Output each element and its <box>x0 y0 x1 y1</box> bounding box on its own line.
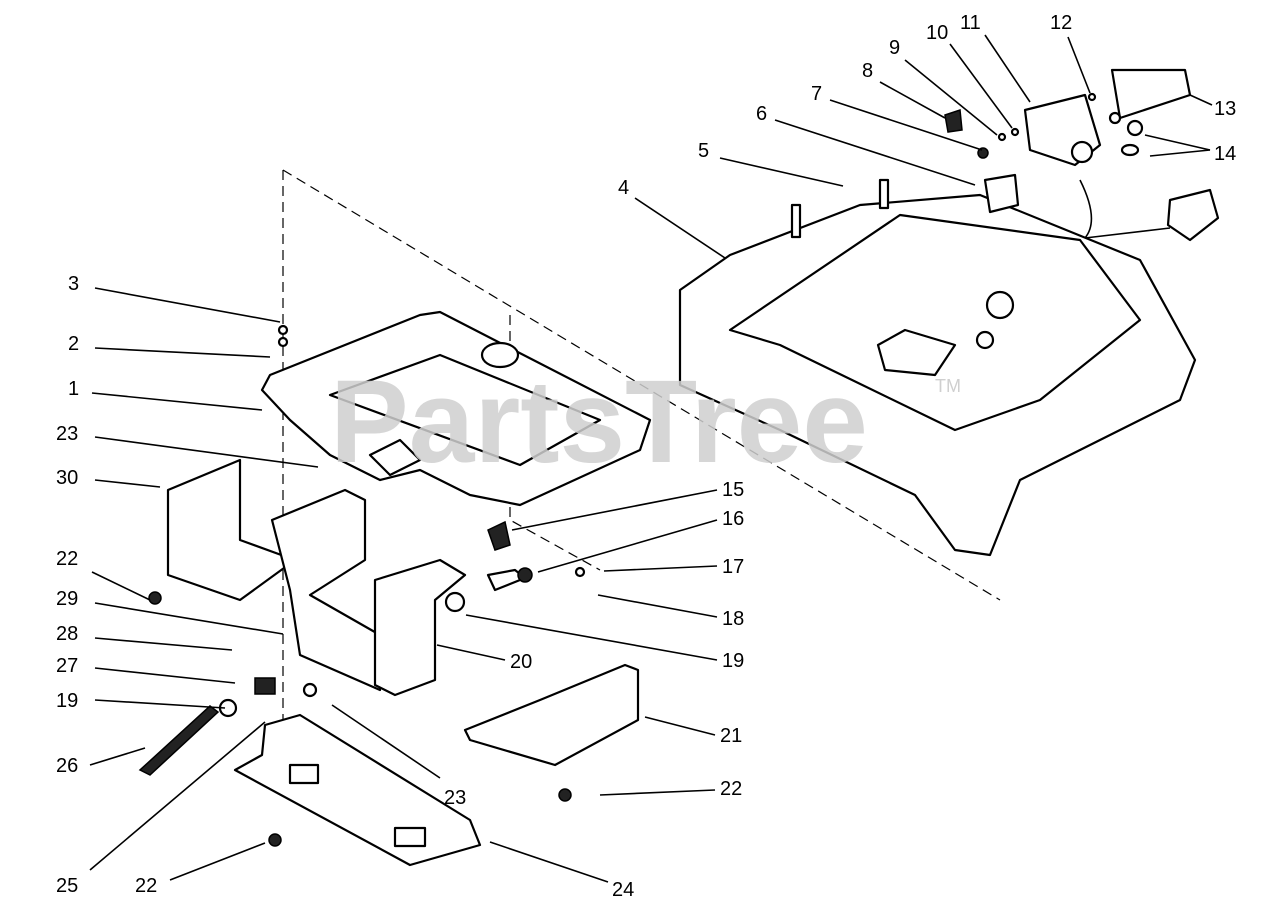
callout-3: 3 <box>68 273 79 295</box>
callout-28: 28 <box>56 623 78 645</box>
watermark: PartsTree <box>330 356 868 488</box>
callout-labels: 3 2 1 23 30 22 29 28 27 19 26 25 22 24 2… <box>56 12 1236 901</box>
fender-part <box>678 193 1197 557</box>
callout-7: 7 <box>811 83 822 105</box>
callout-19: 19 <box>722 650 744 672</box>
callout-26: 26 <box>56 755 78 777</box>
callout-1: 1 <box>68 378 79 400</box>
callout-16: 16 <box>722 508 744 530</box>
callout-27: 27 <box>56 655 78 677</box>
callout-6: 6 <box>756 103 767 125</box>
callout-24: 24 <box>612 879 634 901</box>
panel-21-part <box>463 663 640 767</box>
callout-8: 8 <box>862 60 873 82</box>
callout-4: 4 <box>618 177 629 199</box>
watermark-tm: TM <box>935 376 961 396</box>
callout-12: 12 <box>1050 12 1072 34</box>
callout-22: 22 <box>56 548 78 570</box>
callout-23: 23 <box>56 423 78 445</box>
fuel-tank-part <box>260 310 652 507</box>
callout-5: 5 <box>698 140 709 162</box>
callout-23: 23 <box>444 787 466 809</box>
callout-15: 15 <box>722 479 744 501</box>
callout-20: 20 <box>510 651 532 673</box>
callout-30: 30 <box>56 467 78 489</box>
fuel-fittings-part <box>444 520 586 613</box>
callout-25: 25 <box>56 875 78 897</box>
callout-10: 10 <box>926 22 948 44</box>
callout-17: 17 <box>722 556 744 578</box>
callout-29: 29 <box>56 588 78 610</box>
callout-13: 13 <box>1214 98 1236 120</box>
callout-19: 19 <box>56 690 78 712</box>
plate-24-part <box>233 713 482 867</box>
callout-leaders <box>89 34 1213 883</box>
callout-21: 21 <box>720 725 742 747</box>
hose-26-part <box>138 705 220 776</box>
callout-22: 22 <box>135 875 157 897</box>
callout-2: 2 <box>68 333 79 355</box>
bracket-20-part <box>270 488 467 697</box>
callout-9: 9 <box>889 37 900 59</box>
callout-18: 18 <box>722 608 744 630</box>
callout-22: 22 <box>720 778 742 800</box>
hardware-parts <box>148 68 1220 847</box>
callout-11: 11 <box>960 12 981 34</box>
callout-14: 14 <box>1214 143 1236 165</box>
